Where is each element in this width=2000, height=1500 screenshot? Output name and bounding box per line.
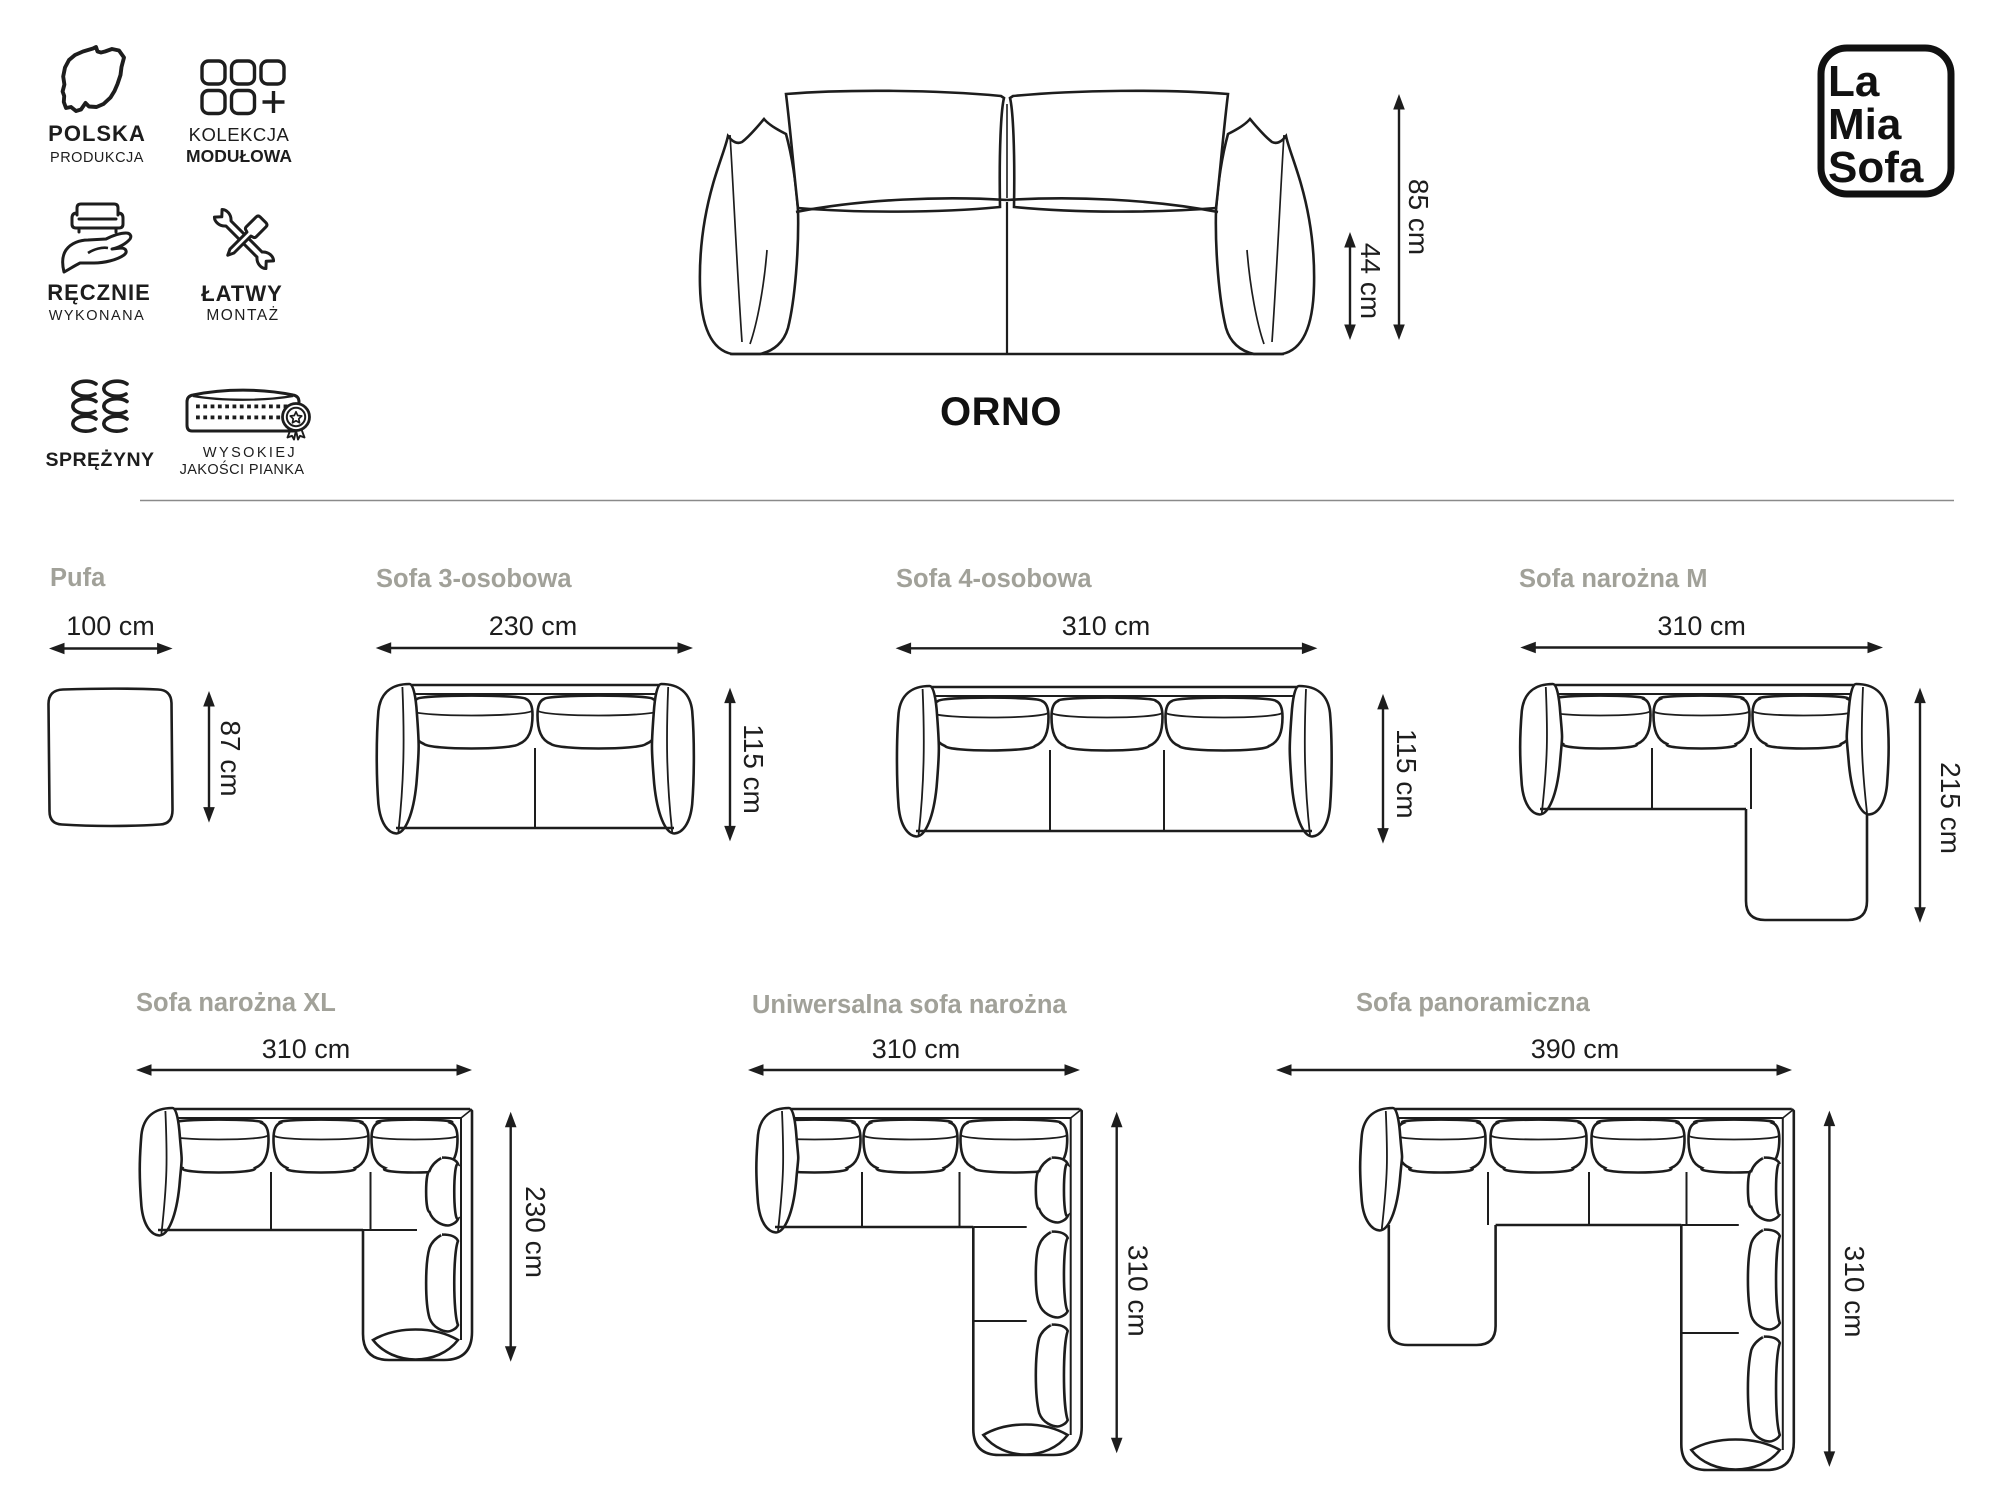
svg-text:MONTAŻ: MONTAŻ [206, 306, 279, 324]
svg-text:310 cm: 310 cm [1062, 611, 1151, 641]
svg-text:Sofa narożna M: Sofa narożna M [1519, 565, 1707, 593]
svg-text:Uniwersalna sofa narożna: Uniwersalna sofa narożna [752, 991, 1067, 1019]
svg-text:230 cm: 230 cm [520, 1186, 551, 1278]
svg-text:WYKONANA: WYKONANA [49, 308, 146, 324]
svg-text:MODUŁOWA: MODUŁOWA [186, 146, 292, 166]
svg-text:KOLEKCJA: KOLEKCJA [189, 124, 290, 145]
svg-text:ŁATWY: ŁATWY [201, 281, 283, 306]
svg-text:Mia: Mia [1828, 100, 1902, 149]
svg-text:RĘCZNIE: RĘCZNIE [47, 280, 151, 305]
svg-text:44 cm: 44 cm [1355, 243, 1386, 319]
svg-text:215 cm: 215 cm [1935, 762, 1966, 854]
svg-text:SPRĘŻYNY: SPRĘŻYNY [45, 448, 154, 471]
svg-text:310 cm: 310 cm [262, 1034, 351, 1064]
svg-text:310 cm: 310 cm [872, 1034, 961, 1064]
svg-text:115 cm: 115 cm [1391, 729, 1422, 819]
svg-text:100 cm: 100 cm [66, 611, 155, 641]
svg-text:Sofa narożna XL: Sofa narożna XL [136, 989, 336, 1017]
svg-text:230 cm: 230 cm [489, 611, 578, 641]
svg-text:85 cm: 85 cm [1403, 179, 1434, 255]
svg-text:310 cm: 310 cm [1839, 1246, 1870, 1338]
svg-text:310 cm: 310 cm [1657, 611, 1746, 641]
svg-text:Sofa 4-osobowa: Sofa 4-osobowa [896, 565, 1092, 593]
svg-text:WYSOKIEJ: WYSOKIEJ [203, 445, 297, 461]
svg-text:ORNO: ORNO [940, 390, 1062, 434]
svg-text:JAKOŚCI PIANKA: JAKOŚCI PIANKA [180, 460, 305, 478]
svg-text:POLSKA: POLSKA [48, 121, 146, 146]
svg-text:87 cm: 87 cm [215, 720, 246, 796]
svg-text:390 cm: 390 cm [1531, 1034, 1620, 1064]
svg-text:Sofa panoramiczna: Sofa panoramiczna [1356, 989, 1591, 1017]
svg-text:310 cm: 310 cm [1123, 1245, 1154, 1337]
svg-text:PRODUKCJA: PRODUKCJA [50, 150, 144, 166]
svg-text:La: La [1828, 57, 1880, 106]
svg-text:Pufa: Pufa [50, 564, 106, 592]
svg-text:Sofa: Sofa [1828, 143, 1924, 192]
svg-text:Sofa 3-osobowa: Sofa 3-osobowa [376, 565, 572, 593]
svg-text:115 cm: 115 cm [738, 724, 769, 814]
